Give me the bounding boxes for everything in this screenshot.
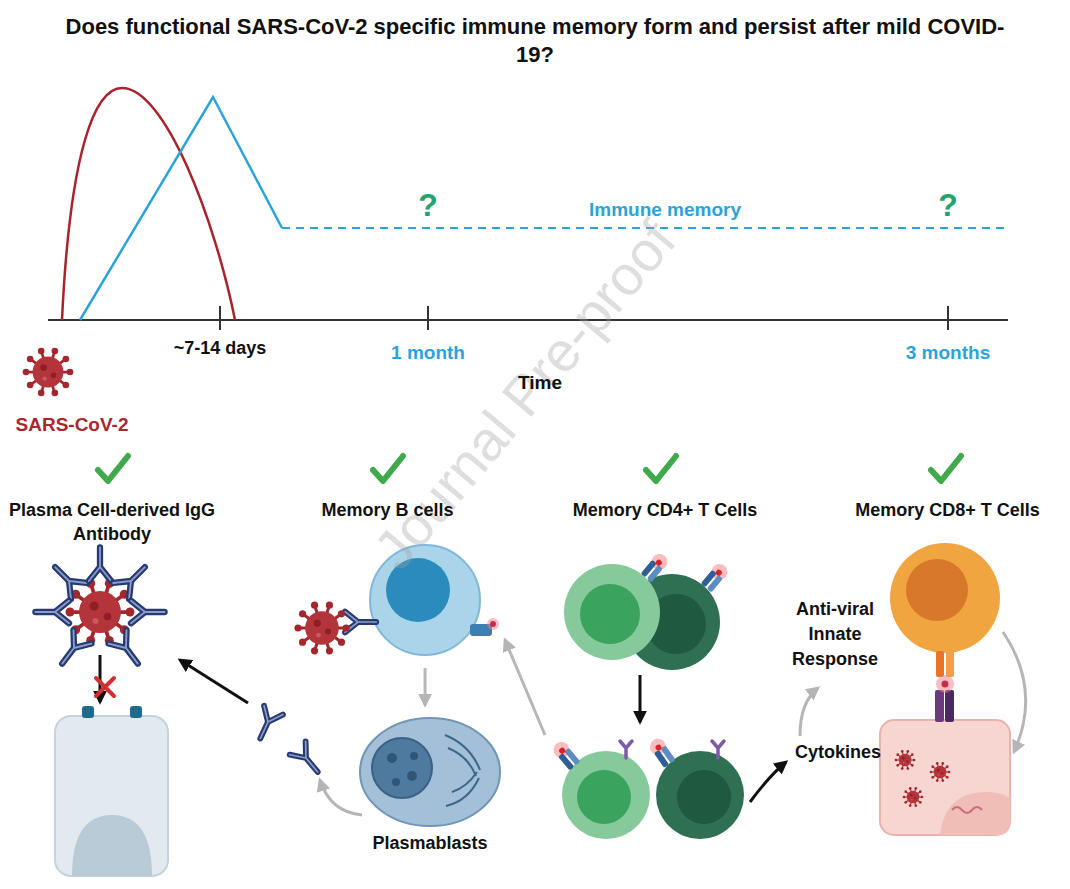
t-cell-receptor: [550, 739, 581, 771]
check-mark: [931, 456, 961, 481]
virion: [903, 787, 924, 807]
peptide-glow: [487, 618, 499, 630]
cytokine-receptor: [620, 741, 632, 758]
plasmablast-body: [360, 718, 500, 826]
cytokine-receptor: [712, 741, 724, 758]
node-heading: Plasmablasts: [372, 831, 487, 855]
node-heading: Memory CD8+ T Cells: [855, 498, 1040, 522]
mhc-molecule: [935, 690, 944, 722]
text-label: 3 months: [906, 339, 990, 366]
antibody: [113, 559, 153, 599]
ace2-receptor: [82, 706, 94, 718]
virion: [895, 750, 916, 770]
infected-cell: [880, 720, 1010, 835]
diagram-title: Does functional SARS-CoV-2 specific immu…: [65, 13, 1005, 69]
virus-icon: [23, 348, 74, 396]
t-cell-body: [564, 564, 660, 660]
activation-arrow: [639, 675, 642, 722]
text-label: Time: [518, 369, 562, 396]
antibody: [251, 706, 283, 743]
ace2-receptor: [130, 706, 142, 718]
axis-tick: [947, 306, 949, 330]
peptide-glow: [936, 675, 954, 693]
cell-nucleus: [72, 815, 152, 876]
axis-tick: [219, 306, 221, 330]
chromatin: [392, 778, 400, 786]
virus-icon: [294, 602, 349, 655]
text-label: Anti-viral Innate Response: [779, 597, 891, 672]
plasmablast-nucleus: [372, 738, 432, 798]
connector-group: [425, 640, 545, 735]
text-label: SARS-CoV-2: [16, 411, 129, 438]
cytokine-arrow: [750, 762, 786, 802]
endoplasmic-reticulum: [445, 735, 480, 806]
t-cell-body: [656, 751, 744, 839]
text-label: Immune memory: [589, 196, 741, 223]
antibody: [290, 741, 326, 778]
antibody: [35, 601, 69, 623]
t-cell-receptor: [946, 651, 954, 677]
axis-tick: [427, 306, 429, 330]
virion: [930, 762, 951, 782]
t-cell-body: [890, 543, 1000, 653]
cell-group-box: Memory B cells: [270, 498, 505, 668]
cell-group-box: Memory CD8+ T Cells: [835, 498, 1060, 843]
cell-nucleus: [940, 792, 1010, 835]
text-label: ?: [938, 183, 958, 228]
t-cell-receptor: [640, 551, 671, 583]
text-label: ?: [418, 183, 438, 228]
text-label: ~7-14 days: [174, 336, 267, 361]
host-cell: [55, 716, 168, 876]
check-mark: [646, 456, 676, 481]
antibody: [131, 601, 165, 623]
antibody: [89, 547, 111, 581]
block-cross: [96, 678, 114, 696]
cell-group-box: Plasmablasts: [350, 705, 510, 855]
t-cell-nucleus: [677, 770, 731, 824]
igg-panel: [35, 547, 168, 876]
t-cell-nucleus: [577, 770, 631, 824]
node-heading: Plasma Cell-derived IgG Antibody: [2, 498, 222, 546]
cell-group-box: Plasma Cell-derived IgG Antibody: [2, 498, 222, 863]
t-cell-receptor: [647, 736, 677, 769]
node-heading: Memory B cells: [321, 498, 453, 522]
innate-arrow: [800, 688, 818, 736]
immune-curve: [80, 97, 282, 320]
check-mark: [98, 456, 128, 481]
node-heading: Memory CD4+ T Cells: [573, 498, 758, 522]
chromatin: [410, 752, 418, 760]
antibody: [53, 630, 91, 670]
b-cell-receptor: [345, 612, 376, 633]
t-cell-nucleus: [906, 559, 968, 621]
watermark: Journal Pre-proof: [356, 204, 694, 586]
t-cell-receptor: [936, 651, 944, 677]
peptide: [942, 681, 949, 688]
mhc-molecule: [945, 690, 954, 722]
cell-group-box: Memory CD4+ T Cells: [545, 498, 785, 838]
chromatin: [407, 771, 417, 781]
text-label: Cytokines: [795, 740, 881, 765]
text-label: 1 month: [391, 339, 465, 366]
check-mark: [373, 456, 403, 481]
cd4-cells: [550, 551, 818, 839]
secretion-arrow: [180, 660, 248, 703]
antibody: [109, 630, 147, 670]
time-axis: [48, 319, 1008, 321]
arrow-connector: [505, 640, 545, 735]
arrow-connector: [424, 668, 427, 705]
killing-arrow: [1003, 632, 1026, 752]
chromatin: [387, 753, 397, 763]
t-cell-nucleus: [580, 584, 640, 644]
viral-rna: [952, 807, 982, 813]
cd8-cell: [880, 543, 1026, 835]
antibody: [47, 559, 87, 599]
plasmablast: [360, 718, 500, 826]
t-cell-receptor: [700, 561, 731, 593]
peptide: [490, 621, 496, 627]
secretion-arrow: [320, 780, 362, 815]
